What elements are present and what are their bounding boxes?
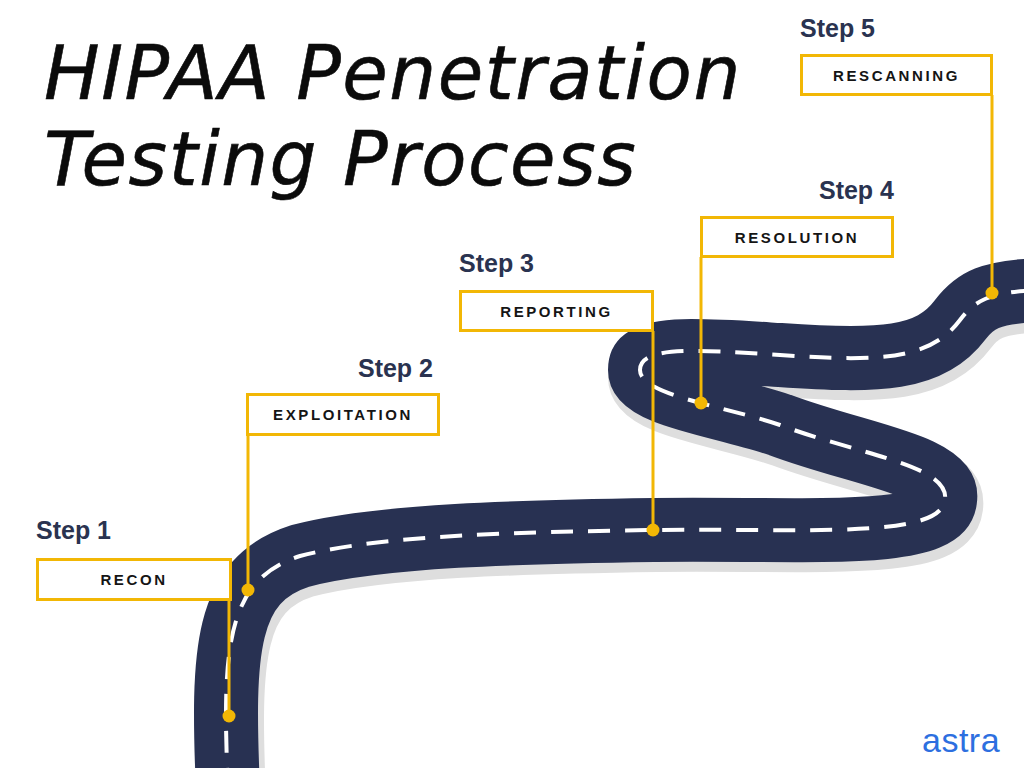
leader-line [247,435,250,590]
step-box: EXPLOITATION [246,393,440,436]
step-box: RESCANNING [800,54,993,96]
step-node: Step 1 RECON [36,515,232,601]
step-label: RESCANNING [833,67,960,84]
leader-line [991,95,994,293]
leader-line [652,331,655,530]
step-box: RESOLUTION [700,216,894,258]
leader-line [700,257,703,403]
diagram-title: HIPAA Penetration Testing Process [44,30,834,202]
step-box: RECON [36,558,232,601]
road-marker [695,397,708,410]
brand-logo: astra [922,720,1000,760]
step-heading: Step 4 [700,175,894,205]
step-node: Step 5 RESCANNING [800,13,993,96]
step-heading: Step 5 [800,13,993,43]
step-label: RESOLUTION [735,229,859,246]
step-node: Step 3 REPORTING [459,248,654,332]
road-markers [223,287,999,723]
step-label: REPORTING [500,303,613,320]
road-marker [647,524,660,537]
road-surface [226,290,1024,768]
step-label: RECON [100,571,167,588]
step-box: REPORTING [459,290,654,332]
road-marker [242,584,255,597]
step-heading: Step 3 [459,248,654,278]
road-center-line [226,290,1024,768]
road [226,290,1024,768]
step-heading: Step 1 [36,515,232,545]
step-node: Step 4 RESOLUTION [700,175,894,258]
road-marker [986,287,999,300]
step-heading: Step 2 [246,353,440,383]
step-node: Step 2 EXPLOITATION [246,353,440,436]
step-label: EXPLOITATION [273,406,413,423]
leader-line [228,600,231,716]
road-marker [223,710,236,723]
